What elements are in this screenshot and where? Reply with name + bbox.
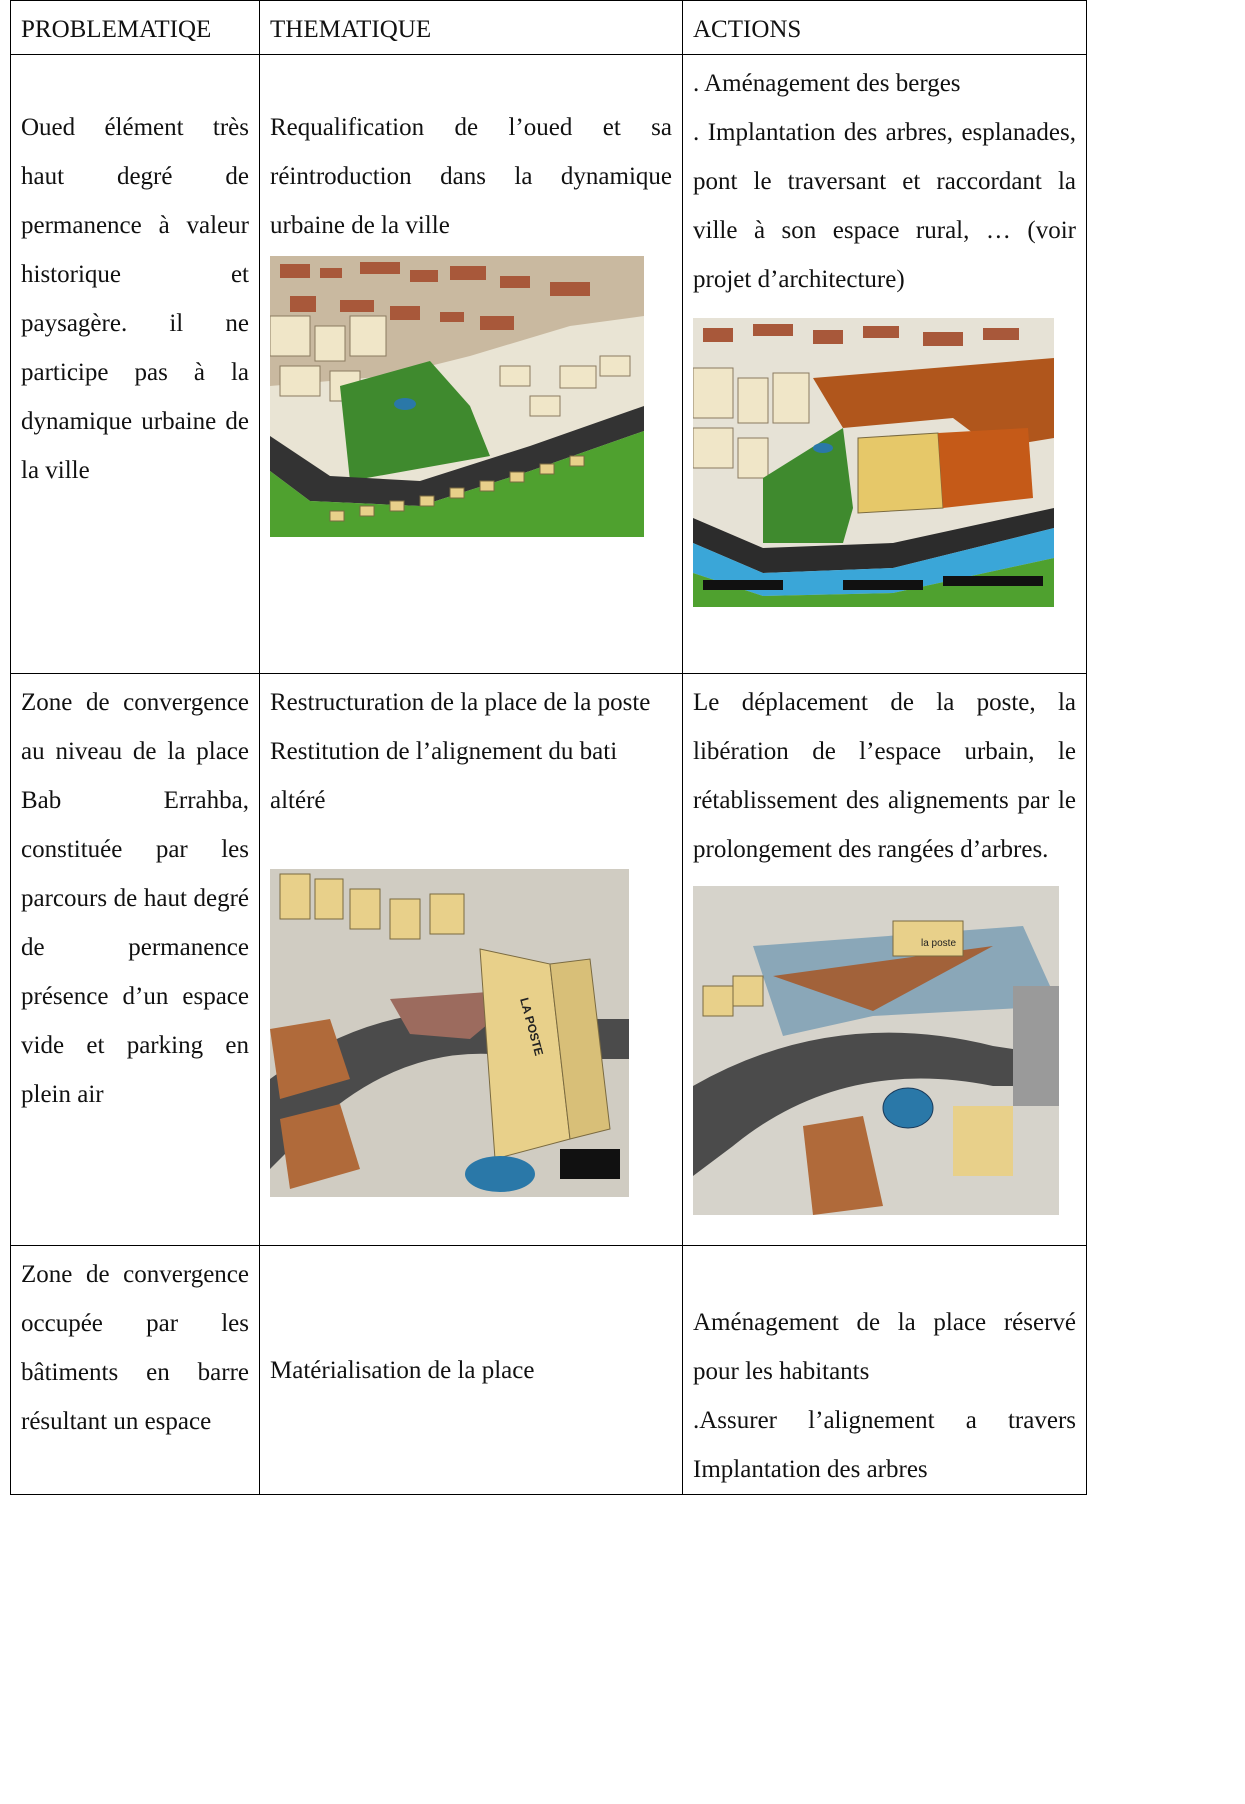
row2-thematique-line2: Restitution de l’alignement du bati alté…	[270, 738, 618, 814]
row3-thematique: Matérialisation de la place	[270, 1357, 535, 1384]
oued-city-model-image	[270, 256, 644, 537]
header-problematique: PROBLEMATIQE	[10, 0, 260, 55]
row1-actions-line1: . Aménagement des berges	[693, 70, 961, 97]
row2-problematique: Zone de convergence au niveau de la plac…	[21, 689, 249, 1108]
row1-problematique: Oued élément très haut degré de permanen…	[21, 114, 249, 484]
row3-actions-line1: Aménagement de la place réservé pour les…	[693, 1309, 1076, 1385]
header-row: PROBLEMATIQE THEMATIQUE ACTIONS	[10, 0, 1087, 55]
row3-problematique-cell: Zone de convergence occupée par les bâti…	[10, 1245, 260, 1495]
row2-thematique-cell: Restructuration de la place de la poste …	[259, 673, 683, 1246]
row3-problematique: Zone de convergence occupée par les bâti…	[21, 1261, 249, 1435]
row2-actions-cell: Le déplacement de la poste, la libératio…	[682, 673, 1087, 1246]
la-poste-proposal-sign: la poste	[921, 938, 956, 949]
la-poste-proposal-model-image: la poste	[693, 886, 1059, 1215]
header-thematique: THEMATIQUE	[259, 0, 683, 55]
row3-thematique-cell: Matérialisation de la place	[259, 1245, 683, 1495]
row3-actions-cell: Aménagement de la place réservé pour les…	[682, 1245, 1087, 1495]
table-row: Zone de convergence au niveau de la plac…	[10, 673, 1087, 1246]
oued-proposal-model-image	[693, 318, 1054, 607]
row2-actions: Le déplacement de la poste, la libératio…	[693, 689, 1076, 863]
planning-table: PROBLEMATIQE THEMATIQUE ACTIONS Oued élé…	[10, 0, 1087, 1495]
row1-actions-cell: . Aménagement des berges . Implantation …	[682, 54, 1087, 674]
row2-problematique-cell: Zone de convergence au niveau de la plac…	[10, 673, 260, 1246]
header-actions: ACTIONS	[682, 0, 1087, 55]
table-row: Oued élément très haut degré de permanen…	[10, 54, 1087, 674]
row1-thematique-cell: Requalification de l’oued et sa réintrod…	[259, 54, 683, 674]
row3-actions-line2: .Assurer l’alignement a travers Implanta…	[693, 1407, 1076, 1483]
row1-thematique: Requalification de l’oued et sa réintrod…	[270, 114, 672, 239]
la-poste-existing-model-image: LA POSTE	[270, 869, 629, 1197]
row1-problematique-cell: Oued élément très haut degré de permanen…	[10, 54, 260, 674]
row2-thematique-line1: Restructuration de la place de la poste	[270, 689, 651, 716]
row1-actions-line2: . Implantation des arbres, esplanades, p…	[693, 119, 1076, 293]
table-row: Zone de convergence occupée par les bâti…	[10, 1245, 1087, 1495]
